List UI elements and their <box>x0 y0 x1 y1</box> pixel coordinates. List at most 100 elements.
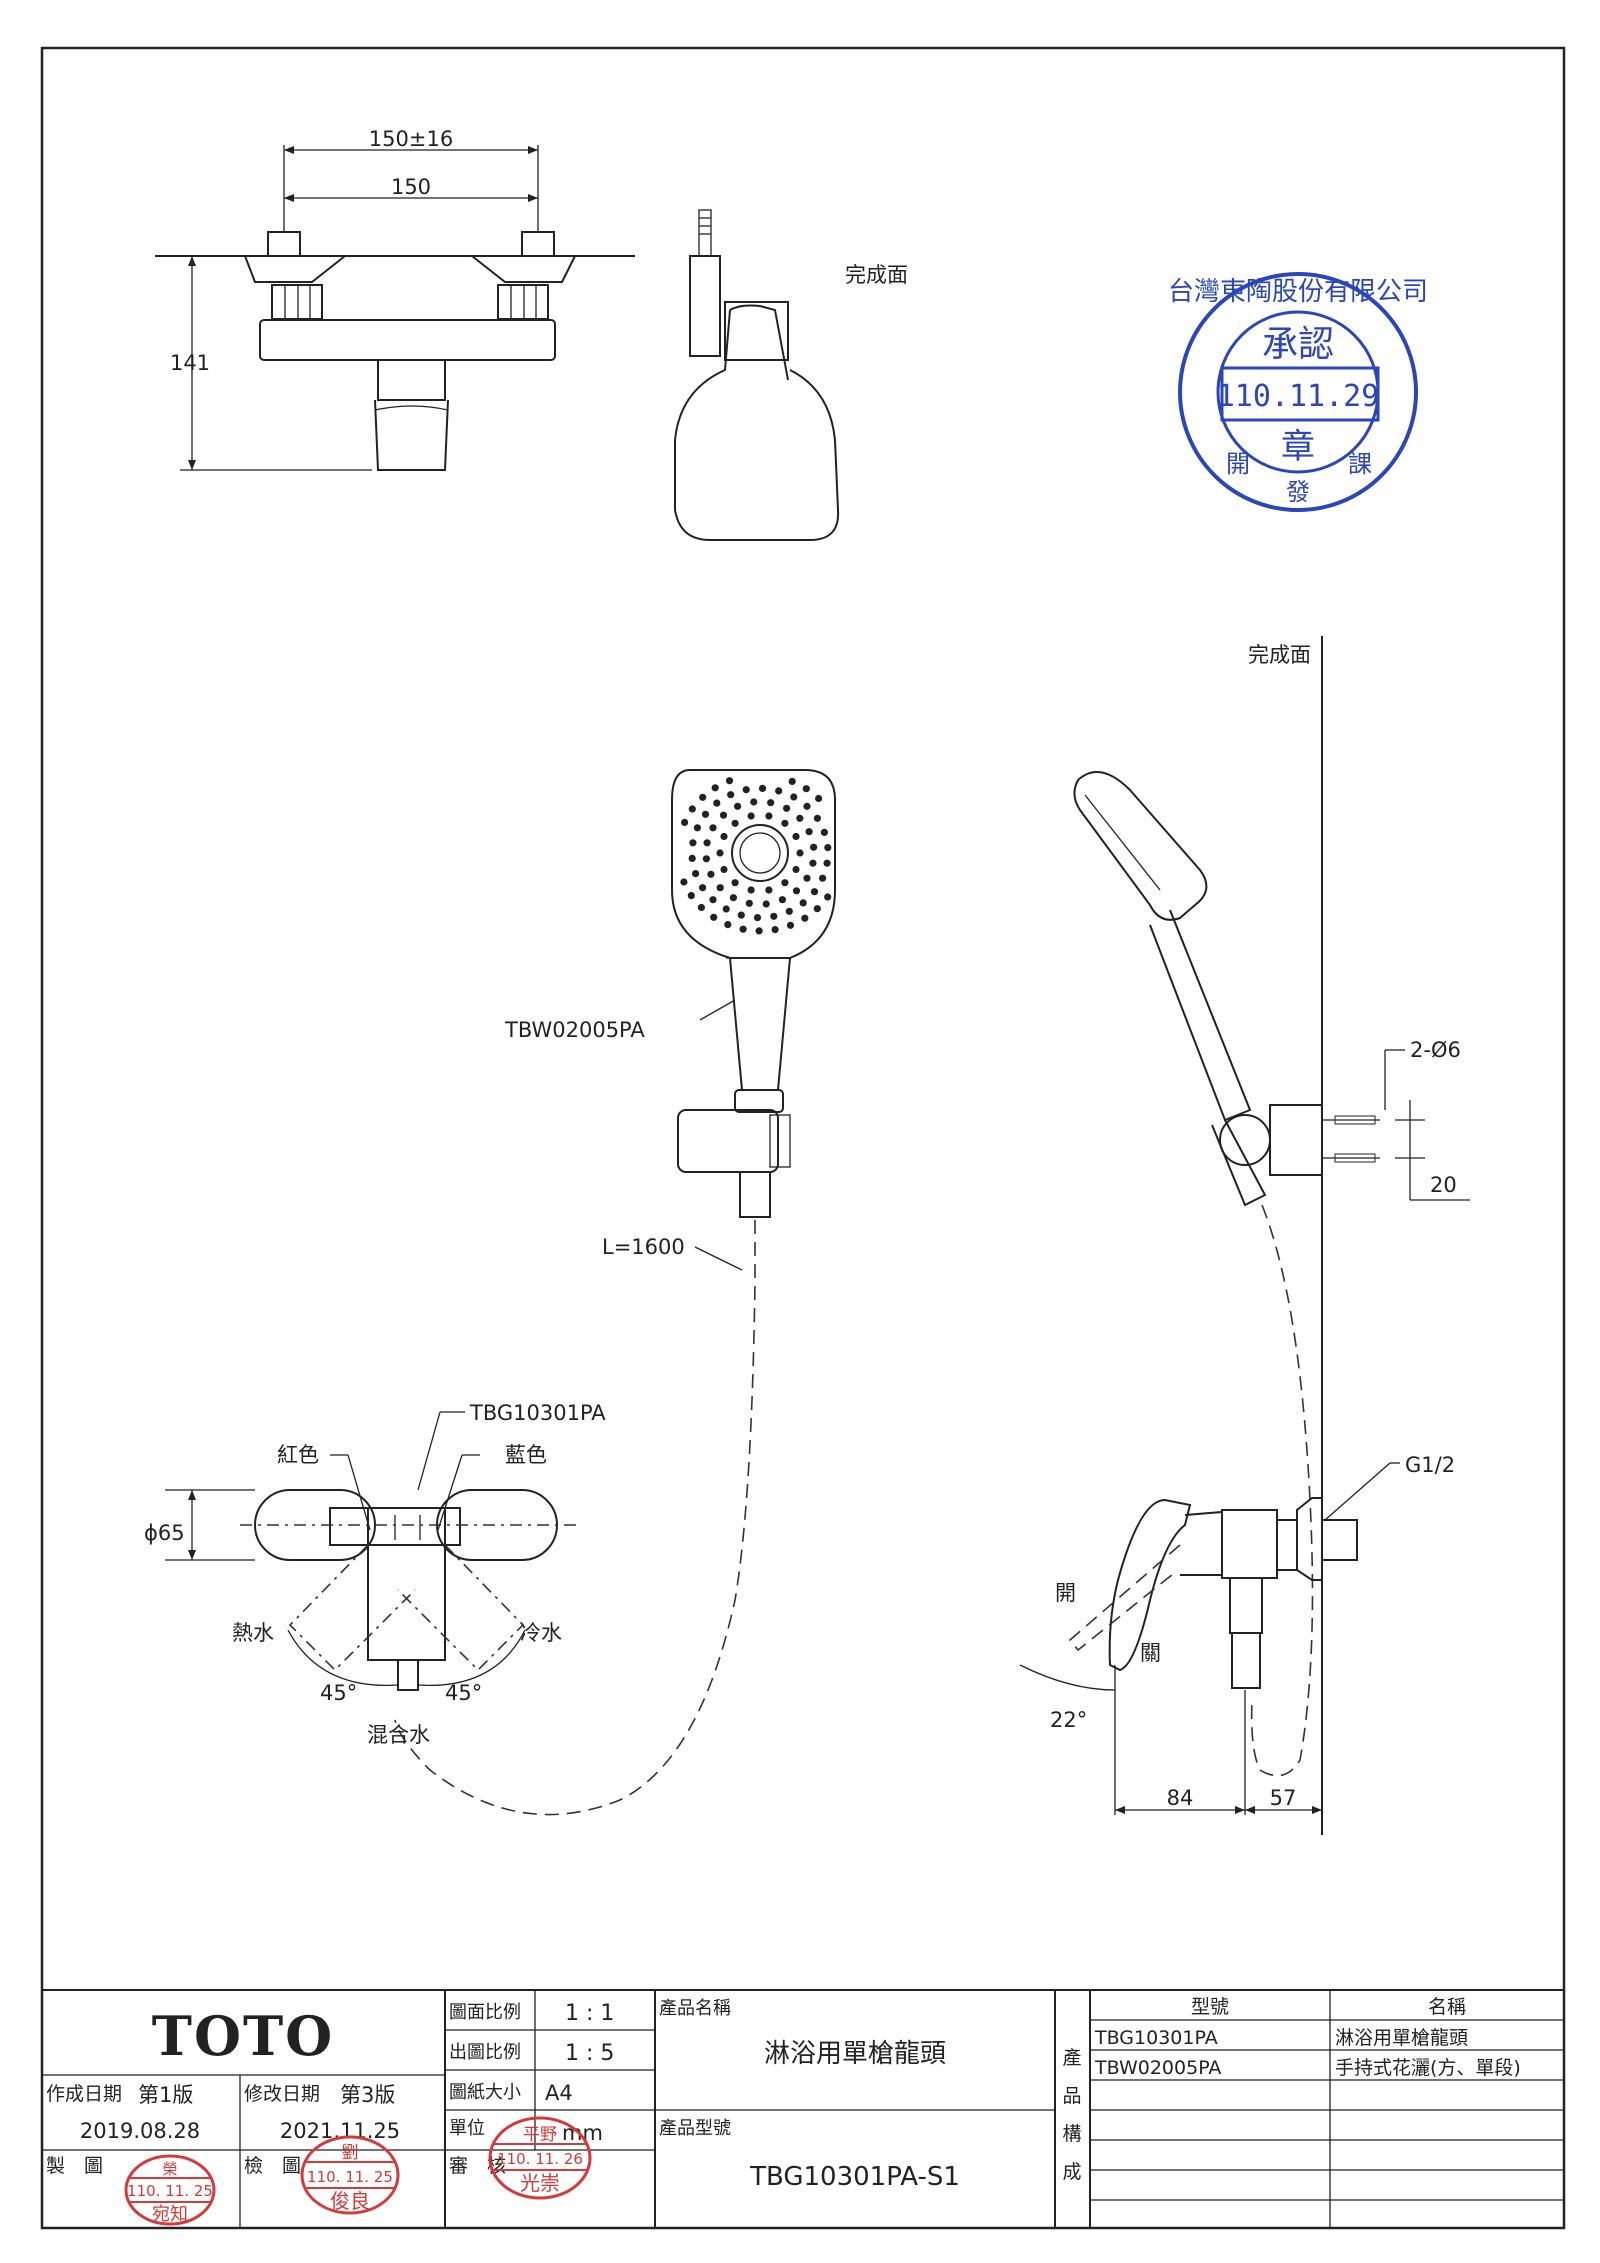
product-model-label: 產品型號 <box>659 2118 731 2139</box>
nozzle-dot <box>823 859 831 867</box>
part-2-name: 手持式花灑(方、單段) <box>1335 2057 1521 2079</box>
mixed-water-label: 混合水 <box>367 1723 430 1747</box>
hose-length-label: L=1600 <box>602 1235 685 1259</box>
top-view-faucet: 150±16 150 141 <box>155 127 635 471</box>
thread-label: G1/2 <box>1405 1453 1455 1477</box>
nozzle-dot <box>786 921 795 929</box>
nozzle-dot <box>709 896 717 904</box>
stamp-dept-mid: 發 <box>1286 478 1310 506</box>
nozzle-dot <box>719 811 728 819</box>
created-date: 2019.08.28 <box>80 2119 200 2143</box>
side-view: 完成面 2-Ø6 20 84 <box>1019 636 1470 1835</box>
nozzle-dot <box>809 859 817 867</box>
nozzle-dot <box>803 874 811 882</box>
nozzle-dot <box>716 884 724 892</box>
top-view-shower-head: 完成面 <box>674 209 908 541</box>
nozzle-dot <box>703 839 711 847</box>
nozzle-dot <box>765 812 773 820</box>
part-2-model: TBW02005PA <box>1094 2057 1221 2079</box>
drawing-frame <box>40 46 1566 2230</box>
nozzle-dot <box>731 819 739 827</box>
nozzle-dot <box>750 798 758 806</box>
product-name-label: 產品名稱 <box>659 1998 731 2019</box>
nozzle-dot <box>805 828 813 836</box>
stamp-drawer-top: 榮 <box>162 2160 177 2178</box>
stamp-reviewer: 平野 110. 11. 26 光崇 <box>488 2116 592 2200</box>
stamp-checker-top: 劉 <box>342 2143 359 2163</box>
toto-logo: TOTO <box>152 2004 334 2068</box>
nozzle-dot <box>755 927 763 935</box>
nozzle-dot <box>742 786 750 794</box>
approval-stamp: 台灣東陶股份有限公司 承認 110.11.29 章 開 發 課 <box>1168 272 1428 512</box>
dim-150-tolerance: 150±16 <box>369 127 453 151</box>
nozzle-dot <box>707 870 715 878</box>
nozzle-dot <box>693 824 702 832</box>
nozzle-dot <box>815 794 823 803</box>
product-name: 淋浴用單槍龍頭 <box>764 2039 946 2069</box>
dim-84: 84 <box>1167 1786 1194 1810</box>
modified-date: 2021.11.25 <box>280 2119 400 2143</box>
stamp-date: 110.11.29 <box>1217 379 1380 414</box>
nozzle-dot <box>688 805 696 813</box>
nozzle-dot <box>716 849 724 857</box>
nozzle-dot <box>725 777 734 785</box>
composition-char-3: 構 <box>1062 2123 1081 2145</box>
nozzle-dot <box>767 799 775 807</box>
title-block: TOTO 作成日期 第1版 2019.08.28 修改日期 第3版 2021.1… <box>42 1989 1564 2228</box>
dim-57: 57 <box>1270 1786 1297 1810</box>
nozzle-dot <box>792 832 800 841</box>
nozzle-dot <box>758 784 767 793</box>
check-label: 檢 圖 <box>244 2155 301 2177</box>
paper-size-value: A4 <box>545 2081 573 2105</box>
composition-char-1: 產 <box>1062 2047 1081 2069</box>
blue-indicator-label: 藍色 <box>505 1443 547 1467</box>
dim-150: 150 <box>391 175 431 199</box>
dim-141: 141 <box>170 351 210 375</box>
nozzle-dot <box>747 886 755 894</box>
front-view-hand-shower: TBW02005PA L=1600 <box>394 769 836 1816</box>
nozzle-dot <box>781 879 789 887</box>
stamp-approve: 承認 <box>1262 324 1334 365</box>
nozzle-dot <box>785 907 793 915</box>
open-label: 開 <box>1055 1581 1076 1605</box>
nozzle-dot <box>745 899 753 907</box>
nozzle-dot <box>692 870 700 878</box>
mount-holes-label: 2-Ø6 <box>1410 1038 1461 1062</box>
nozzle-dot <box>796 849 804 857</box>
modified-version: 第3版 <box>340 2083 395 2107</box>
nozzle-dot <box>710 913 718 921</box>
nozzle-dot <box>810 888 819 896</box>
nozzle-dot <box>824 893 832 901</box>
nozzle-dot <box>771 926 779 934</box>
created-version: 第1版 <box>138 2083 193 2107</box>
created-date-label: 作成日期 <box>46 2083 122 2105</box>
nozzle-dot <box>709 824 717 832</box>
nozzle-dot <box>824 844 832 852</box>
nozzle-dot <box>762 900 770 908</box>
angle-hot-45: 45° <box>320 1681 357 1705</box>
stamp-checker-bottom: 俊良 <box>330 2189 370 2213</box>
nozzle-dot <box>770 912 778 920</box>
nozzle-dot <box>720 832 728 841</box>
nozzle-dot <box>711 784 719 792</box>
nozzle-dot <box>689 839 697 847</box>
stamp-drawer-date: 110. 11. 25 <box>127 2182 213 2200</box>
nozzle-dot <box>778 896 787 904</box>
hot-water-label: 熱水 <box>232 1621 274 1645</box>
print-scale-value: 1 : 5 <box>565 2041 614 2066</box>
nozzle-dot <box>792 887 801 895</box>
stamp-dept-right: 課 <box>1348 450 1372 478</box>
nozzle-dot <box>699 884 707 892</box>
nozzle-dot <box>701 810 710 818</box>
angle-22: 22° <box>1050 1708 1087 1732</box>
draw-label: 製 圖 <box>46 2155 103 2177</box>
nozzle-dot <box>713 799 721 807</box>
nozzle-dot <box>781 819 789 827</box>
stamp-dept-left: 開 <box>1226 450 1250 478</box>
faucet-model-label: TBG10301PA <box>469 1401 606 1425</box>
stamp-seal: 章 <box>1281 427 1315 467</box>
stamp-checker-date: 110. 11. 25 <box>307 2168 393 2186</box>
nozzle-dot <box>783 804 791 812</box>
angle-cold-45: 45° <box>445 1681 482 1705</box>
